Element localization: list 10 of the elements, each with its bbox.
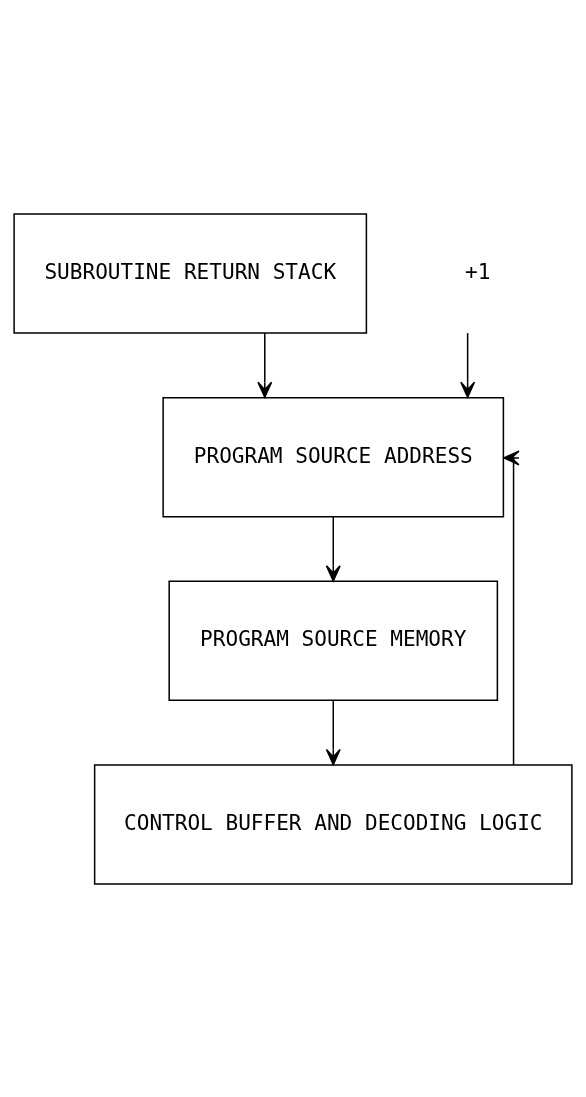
node-box: PROGRAM SOURCE MEMORY: [168, 580, 499, 701]
arrow: [325, 699, 341, 765]
node-text: +1: [465, 258, 491, 284]
node-box: PROGRAM SOURCE ADDRESS: [162, 396, 505, 517]
arrow: [460, 331, 476, 398]
node-box: SUBROUTINE RETURN STACK: [13, 212, 368, 334]
arrow: [257, 331, 273, 398]
arrow: [503, 449, 520, 766]
node-box: CONTROL BUFFER AND DECODING LOGIC: [93, 763, 573, 885]
arrow: [325, 515, 341, 582]
